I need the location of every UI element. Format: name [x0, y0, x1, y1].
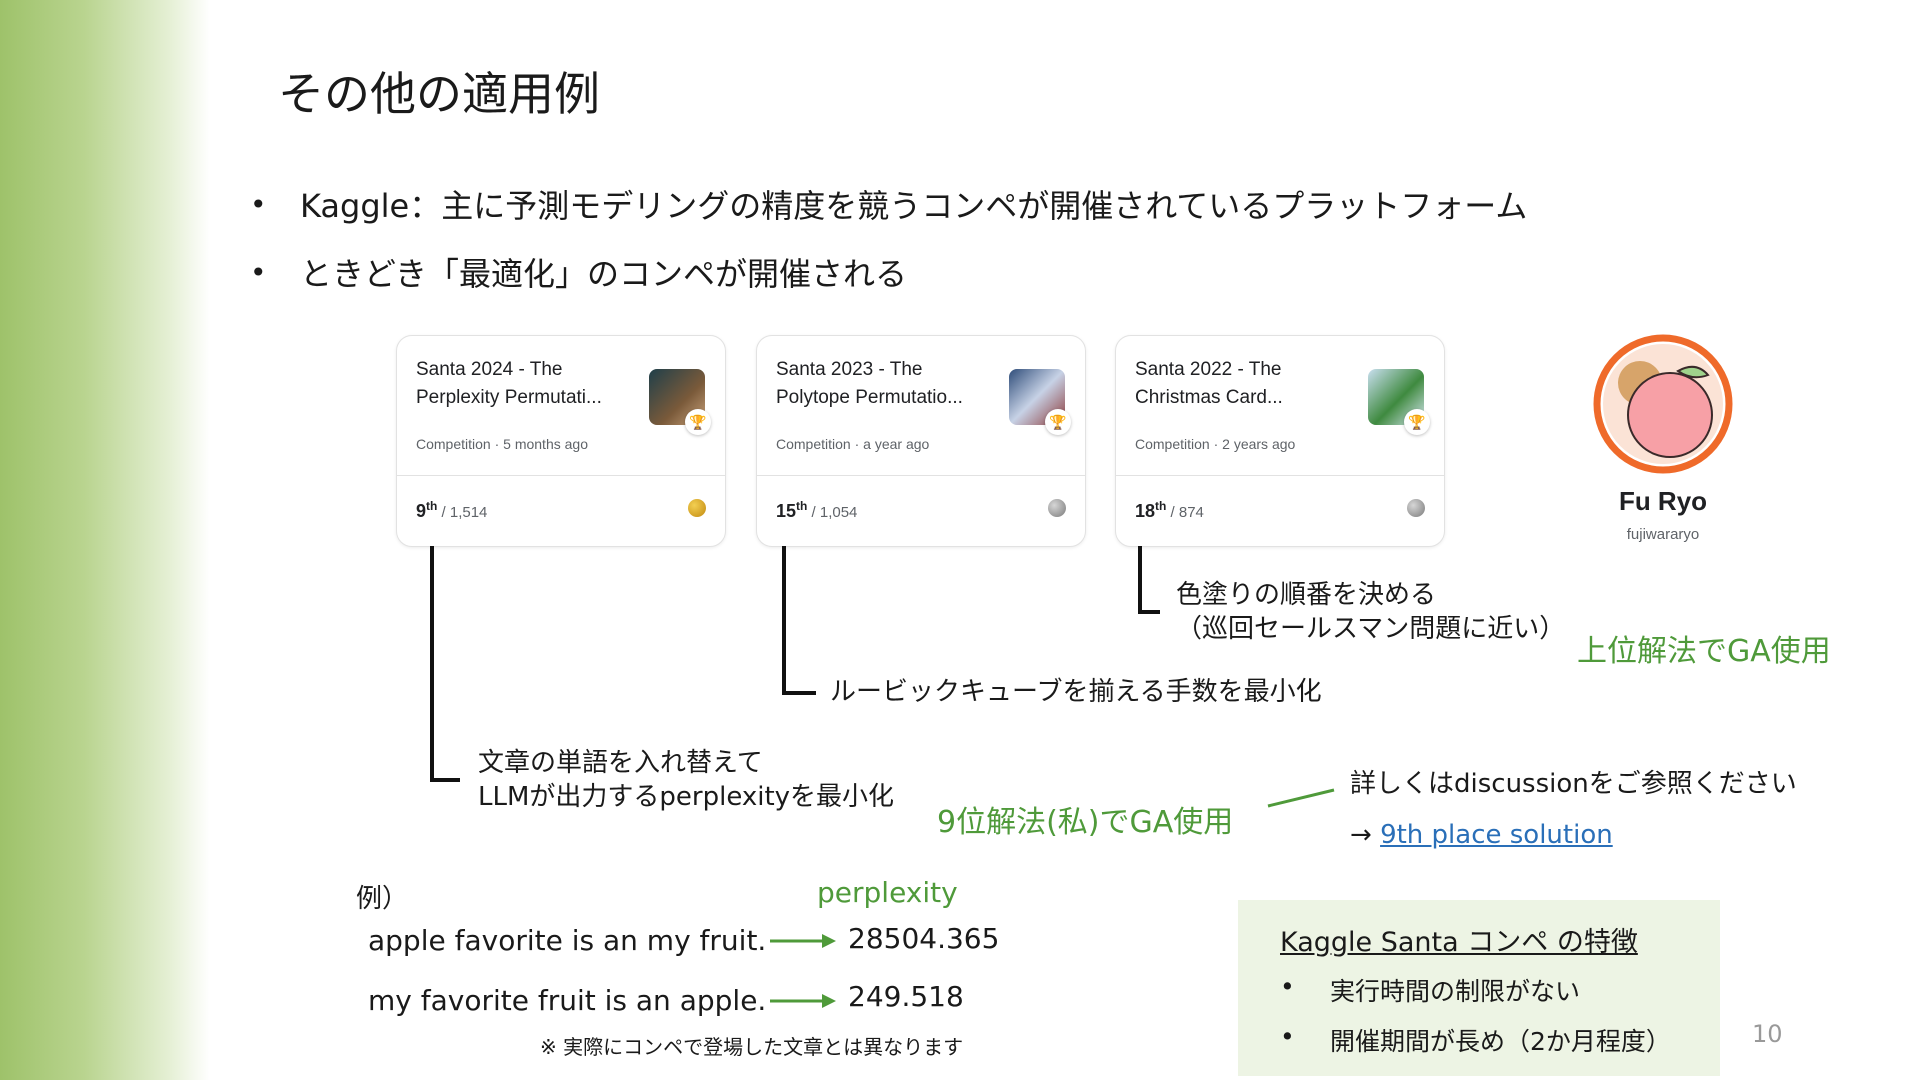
santa2022-ga-tag: 上位解法でGA使用	[1577, 634, 1831, 669]
example-sentence: my favorite fruit is an apple.	[368, 984, 767, 1017]
features-heading: Kaggle Santa コンペ の特徴	[1280, 927, 1638, 958]
page-number: 10	[1752, 1020, 1783, 1048]
bullet-dot: •	[1280, 1022, 1295, 1051]
connector-line	[782, 691, 816, 695]
features-item: • 開催期間が長め（2か月程度）	[1280, 1022, 1671, 1056]
bullet-dot: •	[1280, 972, 1295, 1001]
slide-title: その他の適用例	[278, 67, 600, 121]
bullet-dot: •	[250, 187, 267, 221]
tag-connector-line	[1267, 788, 1335, 808]
silver-medal-icon	[1407, 499, 1425, 517]
gold-medal-icon	[688, 499, 706, 517]
profile-name: Fu Ryo	[1618, 486, 1708, 516]
santa2023-note: ルービックキューブを揃える手数を最小化	[830, 677, 1322, 707]
competition-card-santa-2023[interactable]: Santa 2023 - The Polytope Permutatio... …	[756, 335, 1086, 547]
rank-number: 15th	[776, 499, 808, 521]
features-box: Kaggle Santa コンペ の特徴 • 実行時間の制限がない • 開催期間…	[1238, 900, 1720, 1076]
bullet-text: Kaggle：主に予測モデリングの精度を競うコンペが開催されているプラットフォー…	[300, 187, 1528, 225]
example-label: 例）	[356, 884, 409, 914]
competition-card-santa-2024[interactable]: Santa 2024 - The Perplexity Permutati...…	[396, 335, 726, 547]
card-title: Santa 2024 - The Perplexity Permutati...	[416, 359, 602, 408]
solution-link[interactable]: 9th place solution	[1380, 820, 1613, 850]
santa2022-note: 色塗りの順番を決める （巡回セールスマン問題に近い）	[1176, 580, 1566, 644]
card-title: Santa 2023 - The Polytope Permutatio...	[776, 359, 963, 408]
connector-line	[430, 778, 460, 782]
card-meta: Competition · 2 years ago	[1135, 436, 1296, 452]
arrow-icon: →	[1350, 820, 1372, 850]
card-meta: Competition · a year ago	[776, 436, 930, 452]
rank-number: 18th	[1135, 499, 1167, 521]
bullet-item: • Kaggle：主に予測モデリングの精度を競うコンペが開催されているプラットフ…	[250, 170, 1527, 238]
card-rank-line: 18th / 874	[1135, 499, 1204, 522]
connector-line	[1138, 610, 1160, 614]
perplexity-header: perplexity	[817, 876, 958, 909]
connector-line	[430, 546, 434, 782]
trophy-icon: 🏆	[685, 409, 711, 435]
rank-total: / 1,054	[811, 504, 858, 521]
bullet-list: • Kaggle：主に予測モデリングの精度を競うコンペが開催されているプラットフ…	[250, 170, 1527, 306]
green-arrow-icon	[770, 934, 836, 948]
side-gradient-band	[0, 0, 210, 1080]
card-divider	[757, 475, 1085, 476]
solution-link-row: → 9th place solution	[1350, 818, 1613, 852]
bullet-item: • ときどき「最適化」のコンペが開催される	[250, 238, 1527, 306]
silver-medal-icon	[1048, 499, 1066, 517]
bullet-text: ときどき「最適化」のコンペが開催される	[300, 255, 908, 293]
competition-card-santa-2022[interactable]: Santa 2022 - The Christmas Card... 🏆 Com…	[1115, 335, 1445, 547]
connector-line	[782, 546, 786, 695]
avatar-svg	[1593, 334, 1733, 474]
trophy-icon: 🏆	[1045, 409, 1071, 435]
card-divider	[397, 475, 725, 476]
example-sentence: apple favorite is an my fruit.	[368, 924, 767, 957]
features-item: • 実行時間の制限がない	[1280, 972, 1581, 1006]
card-divider	[1116, 475, 1444, 476]
profile-handle: fujiwararyo	[1626, 526, 1700, 543]
connector-line	[1138, 546, 1142, 614]
card-title: Santa 2022 - The Christmas Card...	[1135, 359, 1283, 408]
card-meta: Competition · 5 months ago	[416, 436, 588, 452]
bullet-dot: •	[250, 255, 267, 289]
rank-number: 9th	[416, 499, 438, 521]
profile-avatar[interactable]	[1592, 333, 1734, 475]
card-rank-line: 9th / 1,514	[416, 499, 487, 522]
example-footnote: ※ 実際にコンペで登場した文章とは異なります	[540, 1035, 964, 1059]
discussion-note: 詳しくはdiscussionをご参照ください	[1350, 769, 1797, 799]
card-rank-line: 15th / 1,054	[776, 499, 857, 522]
example-perplexity-value: 28504.365	[848, 922, 1000, 955]
santa2024-note: 文章の単語を入れ替えて LLMが出力するperplexityを最小化	[478, 748, 895, 812]
rank-total: / 874	[1170, 504, 1204, 521]
rank-total: / 1,514	[441, 504, 488, 521]
green-arrow-icon	[770, 994, 836, 1008]
example-perplexity-value: 249.518	[848, 980, 964, 1013]
santa2024-ga-tag: 9位解法(私)でGA使用	[937, 805, 1234, 840]
trophy-icon: 🏆	[1404, 409, 1430, 435]
